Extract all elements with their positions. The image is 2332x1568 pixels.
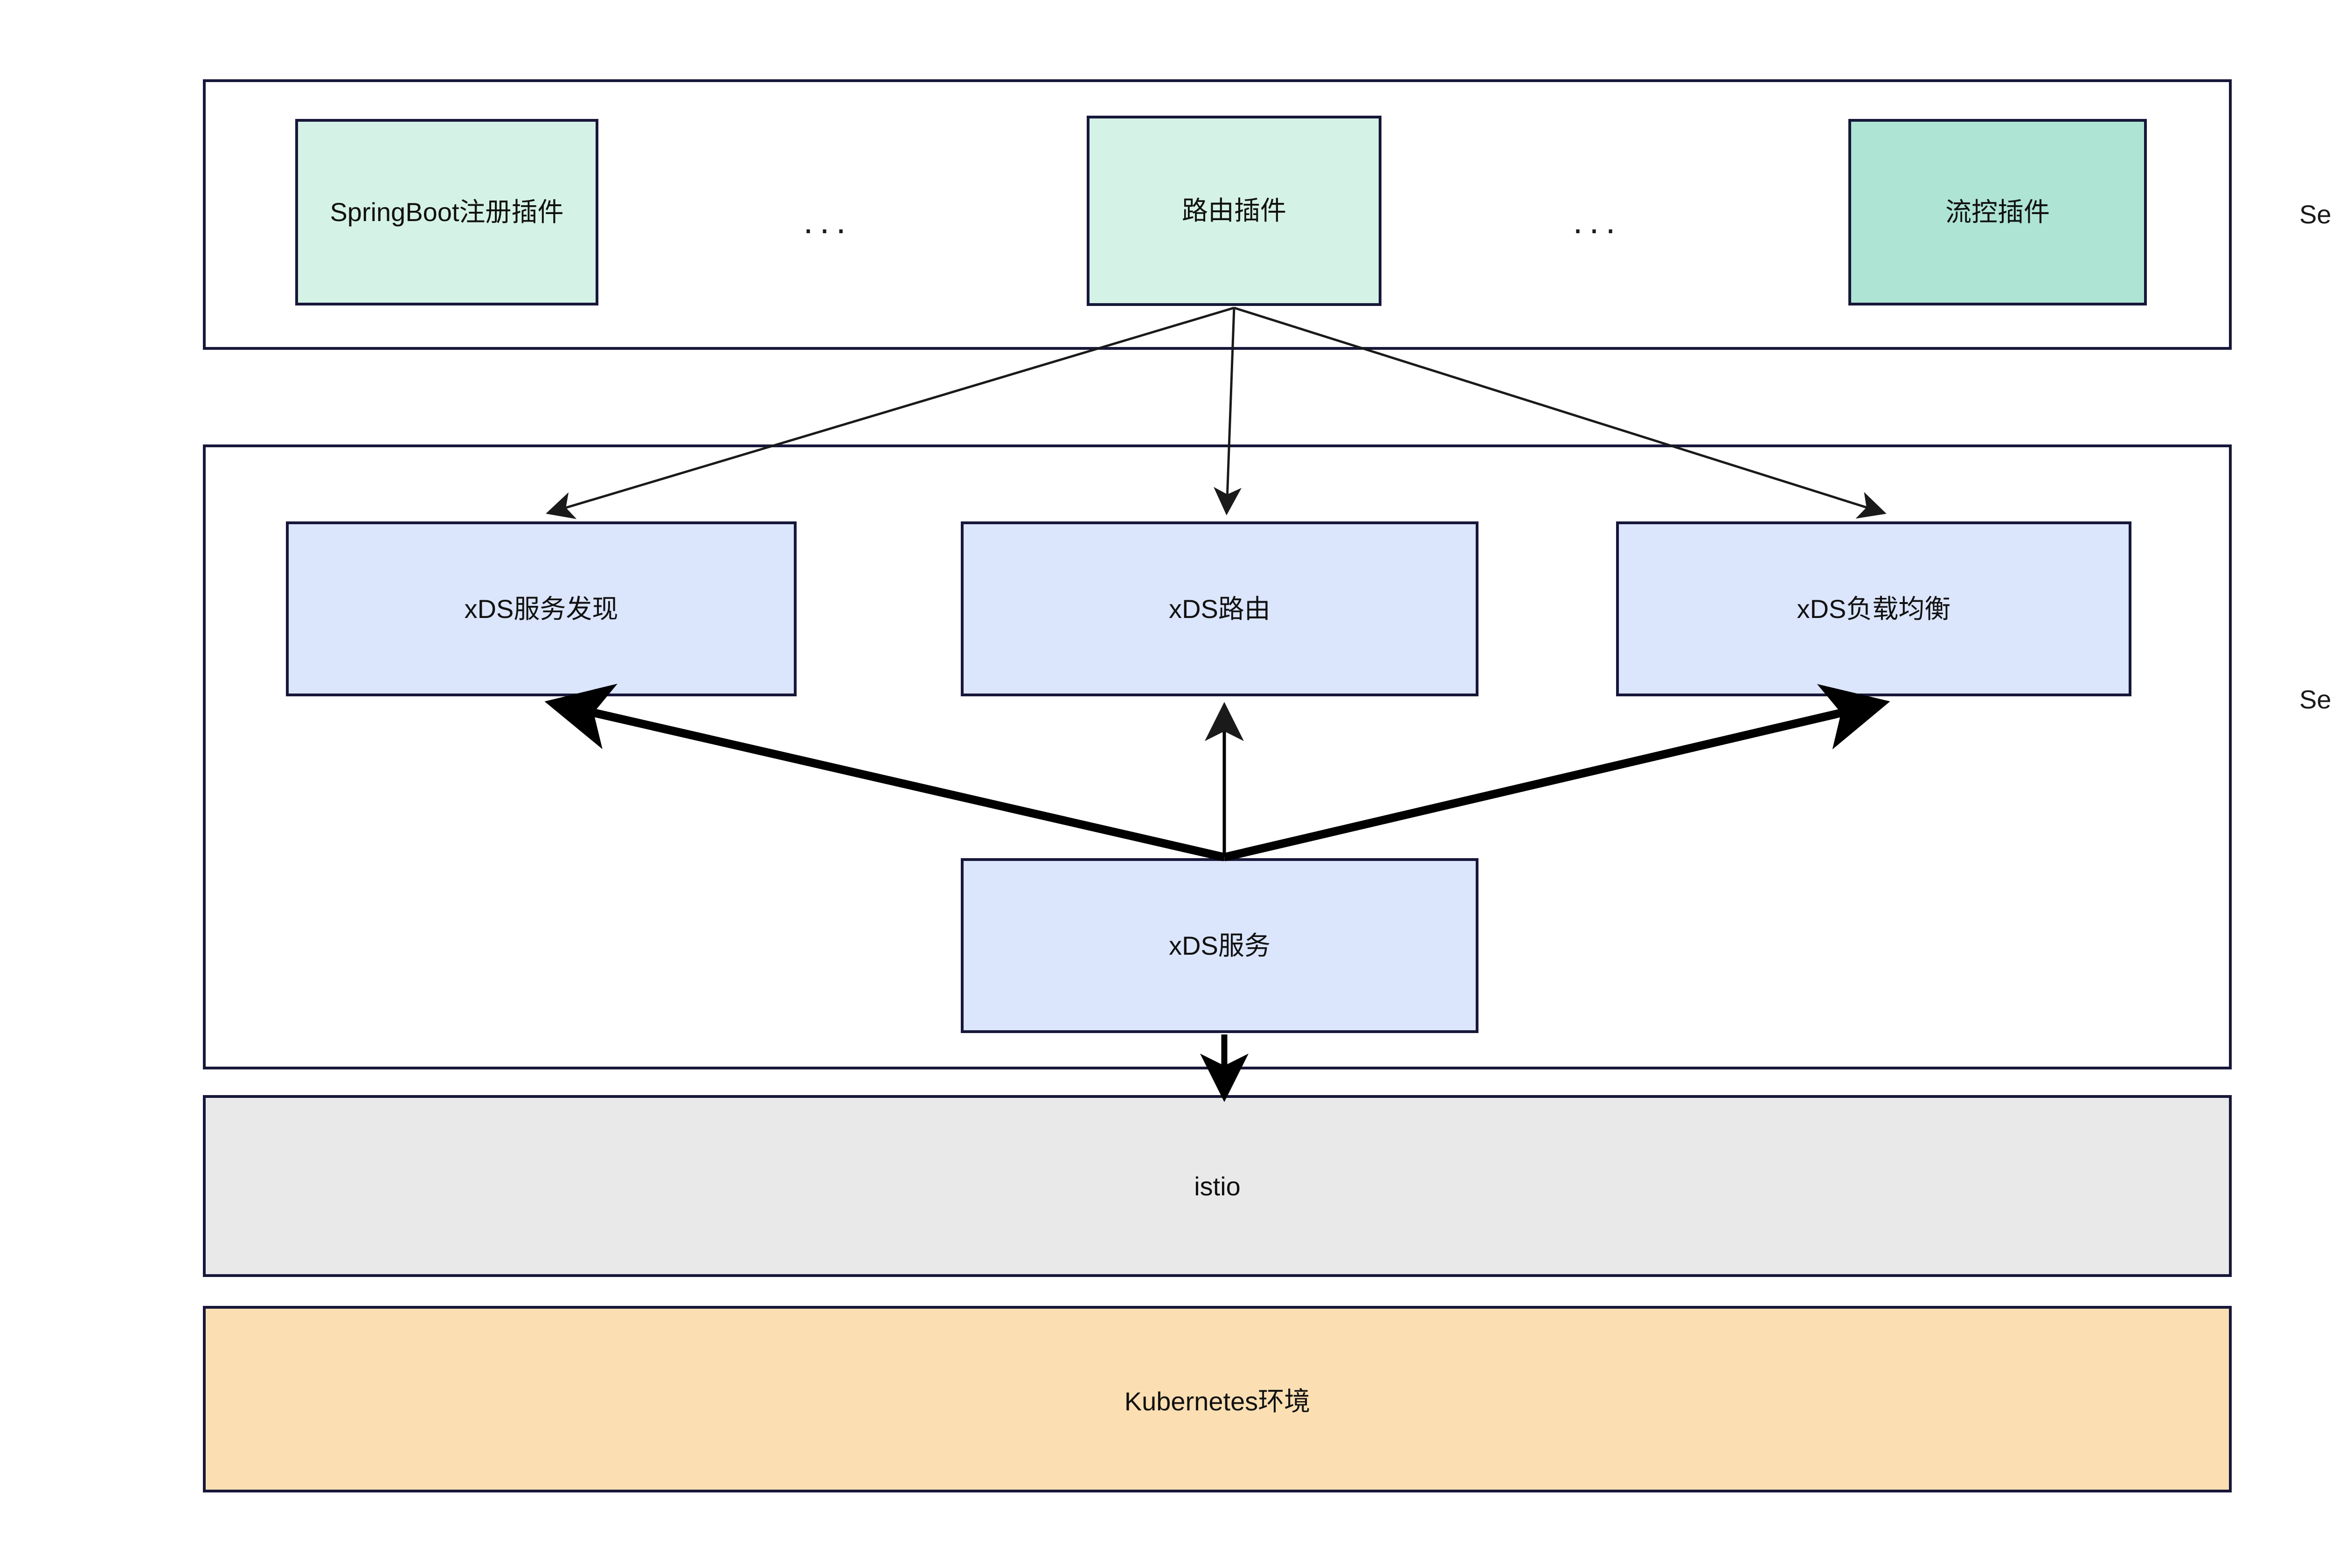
kubernetes-label: Kubernetes环境 bbox=[1124, 1386, 1311, 1416]
side-label-text: Sermant框架层 bbox=[2299, 684, 2332, 714]
node-label: SpringBoot注册插件 bbox=[330, 197, 564, 227]
node-label: xDS负载均衡 bbox=[1797, 594, 1951, 624]
node-label: xDS路由 bbox=[1169, 594, 1270, 624]
node-xds-service-discovery[interactable]: xDS服务发现 bbox=[286, 521, 797, 696]
node-xds-load-balance[interactable]: xDS负载均衡 bbox=[1616, 521, 2131, 696]
node-label: 流控插件 bbox=[1945, 197, 2050, 227]
node-flow-control-plugin[interactable]: 流控插件 bbox=[1848, 119, 2147, 305]
node-xds-route[interactable]: xDS路由 bbox=[961, 521, 1478, 696]
node-xds-service[interactable]: xDS服务 bbox=[961, 858, 1478, 1033]
plugin-layer-side-label: Sermant插件层 bbox=[2299, 194, 2332, 231]
node-route-plugin[interactable]: 路由插件 bbox=[1087, 116, 1381, 306]
istio-band[interactable]: istio bbox=[203, 1095, 2232, 1277]
ellipsis-dots: ... bbox=[1573, 201, 1622, 241]
istio-label: istio bbox=[1194, 1171, 1241, 1201]
ellipsis-left: ... bbox=[765, 187, 891, 257]
node-springboot-register-plugin[interactable]: SpringBoot注册插件 bbox=[295, 119, 598, 305]
ellipsis-right: ... bbox=[1534, 187, 1660, 257]
node-label: xDS服务发现 bbox=[464, 594, 618, 624]
side-label-text: Sermant插件层 bbox=[2299, 199, 2332, 229]
node-label: xDS服务 bbox=[1169, 930, 1270, 960]
framework-layer-side-label: Sermant框架层 bbox=[2299, 679, 2332, 716]
kubernetes-band[interactable]: Kubernetes环境 bbox=[203, 1306, 2232, 1492]
ellipsis-dots: ... bbox=[803, 201, 853, 241]
node-label: 路由插件 bbox=[1182, 196, 1286, 226]
